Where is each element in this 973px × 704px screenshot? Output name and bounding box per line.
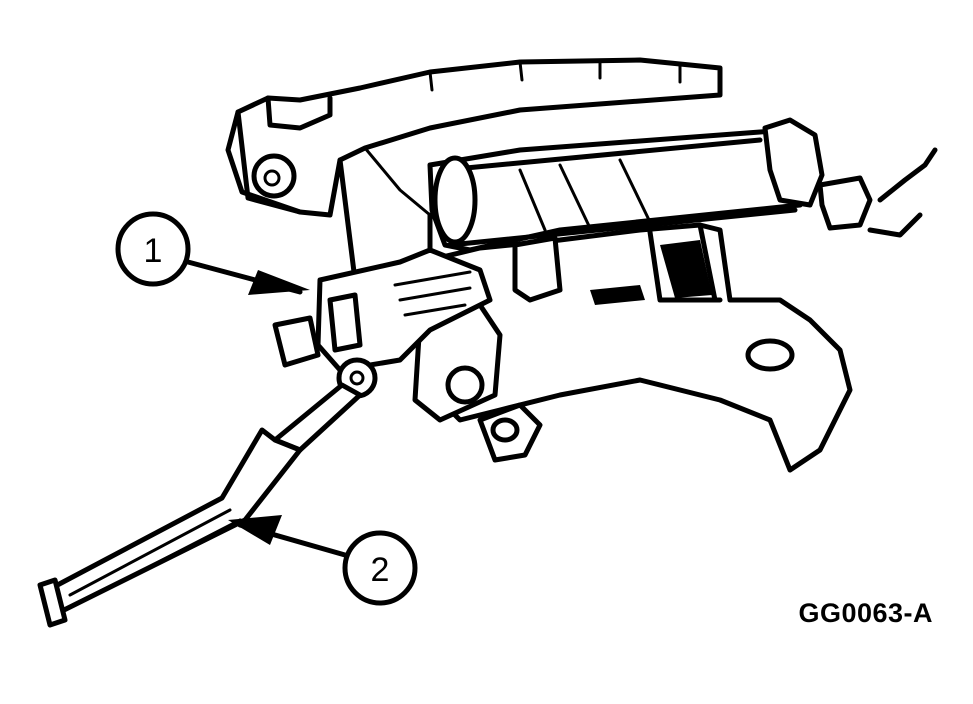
callout-2-arrowhead — [228, 515, 282, 545]
callout-1-arrowhead — [248, 270, 310, 295]
upper-rail — [427, 117, 938, 253]
callout-1: 1 — [115, 211, 310, 295]
callout-1-label: 1 — [144, 232, 163, 270]
callout-2-label: 2 — [371, 551, 390, 589]
release-lever — [37, 382, 363, 628]
shift-lock-actuator — [272, 247, 493, 399]
figure-id: GG0063-A — [798, 598, 933, 628]
callout-2-circle — [342, 530, 418, 606]
bracket-assembly — [412, 222, 853, 473]
callout-1-circle — [115, 211, 191, 287]
callout-2: 2 — [228, 515, 418, 606]
